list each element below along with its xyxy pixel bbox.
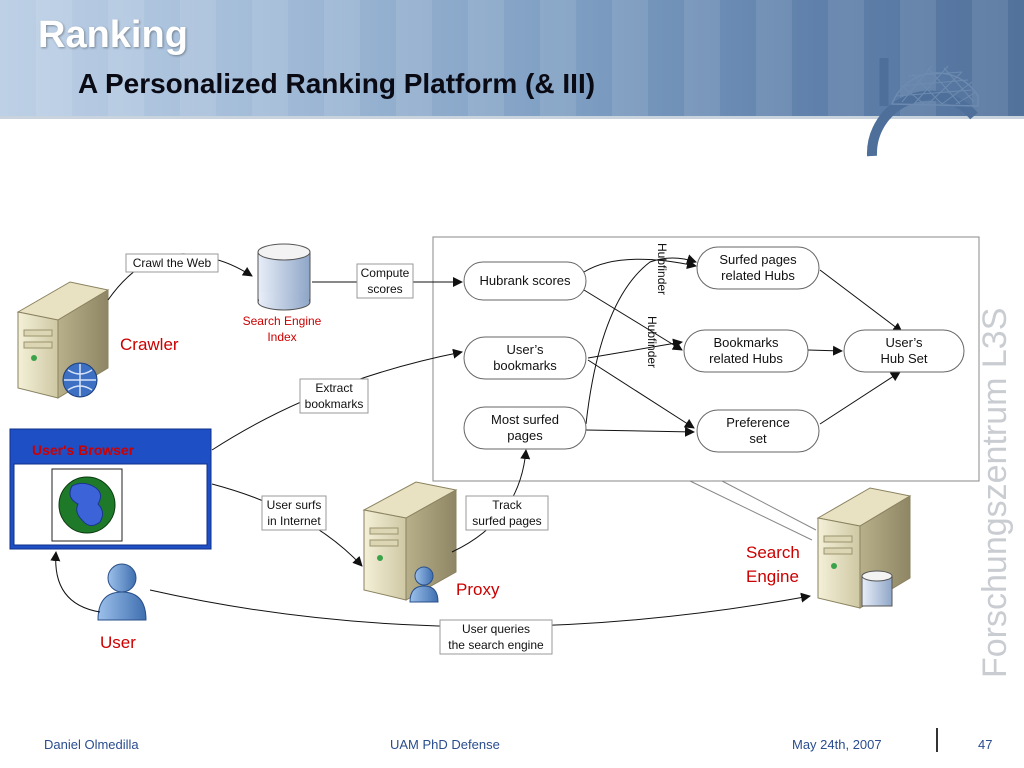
node-bookmarks-line2: bookmarks <box>493 358 557 373</box>
edge-label-extract: Extract bookmarks <box>299 378 369 414</box>
proxy-server-icon <box>362 481 458 603</box>
edge-label-compute-line1: Compute <box>361 266 410 280</box>
edge-label-extract-line1: Extract <box>315 381 353 395</box>
node-bookmarks-line1: User’s <box>506 342 544 357</box>
edge-bookmarks-bookmarkhubs <box>587 338 683 359</box>
edge-bookmarkhubs-hubset <box>807 345 843 356</box>
users-browser-window <box>9 428 212 550</box>
edge-surfed-surfedhubs <box>585 254 697 425</box>
edge-label-track-line1: Track <box>492 498 523 512</box>
footer-event: UAM PhD Defense <box>390 737 500 752</box>
node-hubrank-text: Hubrank scores <box>479 273 571 288</box>
edge-label-compute: Compute scores <box>356 263 414 299</box>
node-preference-set: Preference set <box>696 409 820 453</box>
footer-author: Daniel Olmedilla <box>44 737 139 752</box>
edge-hubrank-bookmarkhubs <box>583 289 683 351</box>
edge-label-surfs: User surfs in Internet <box>261 495 327 531</box>
node-surfed-hubs-line1: Surfed pages <box>719 252 797 267</box>
edge-label-queries-line1: User queries <box>462 622 530 636</box>
proxy-label: Proxy <box>456 580 500 599</box>
edge-label-crawl: Crawl the Web <box>125 253 219 273</box>
edge-preference-hubset <box>819 371 901 425</box>
search-engine-server-icon <box>816 487 912 609</box>
user-label: User <box>100 633 136 652</box>
slide-title: Ranking <box>38 14 188 56</box>
edge-surfedhubs-hubset <box>819 269 903 333</box>
hubfinder-label-2: Hubfinder <box>645 316 659 368</box>
slide-subtitle: A Personalized Ranking Platform (& III) <box>78 68 596 99</box>
edge-hubrank-surfedhubs <box>583 258 697 273</box>
edge-label-extract-line2: bookmarks <box>305 397 364 411</box>
node-most-surfed-pages: Most surfed pages <box>463 406 587 450</box>
node-hubset-line1: User’s <box>885 335 923 350</box>
edge-label-queries-line2: the search engine <box>448 638 544 652</box>
edge-label-compute-line2: scores <box>367 282 402 296</box>
edge-label-track: Track surfed pages <box>465 495 549 531</box>
l3s-logo <box>866 58 979 157</box>
edge-label-queries: User queries the search engine <box>439 619 553 655</box>
node-preference-line2: set <box>749 431 767 446</box>
edge-surfed-preference <box>585 426 695 437</box>
footer-date: May 24th, 2007 <box>792 737 882 752</box>
hubfinder-label-1: Hubfinder <box>655 243 669 295</box>
header-divider <box>0 116 1024 119</box>
node-hubrank-scores: Hubrank scores <box>463 261 587 301</box>
crawler-server-icon <box>16 281 110 399</box>
footer-page-number: 47 <box>978 737 993 752</box>
index-label-line2: Index <box>267 330 296 344</box>
footer-divider <box>936 728 938 752</box>
search-engine-index-icon <box>257 243 311 311</box>
node-surfed-line2: pages <box>507 428 543 443</box>
index-label-line1: Search Engine <box>243 314 322 328</box>
edge-bookmarks-preference <box>587 359 695 429</box>
brand-vertical-text: Forschungszentrum L3S <box>976 308 1014 678</box>
search-engine-label-line2: Engine <box>746 567 799 586</box>
box-to-engine-line-2 <box>721 480 817 531</box>
user-icon <box>97 563 147 621</box>
brand-text: Forschungszentrum L3S <box>976 308 1014 678</box>
node-users-hub-set: User’s Hub Set <box>843 329 965 373</box>
edge-label-surfs-line2: in Internet <box>267 514 321 528</box>
node-surfed-pages-hubs: Surfed pages related Hubs <box>696 246 820 290</box>
node-bookmarks-hubs: Bookmarks related Hubs <box>683 329 809 373</box>
node-surfed-hubs-line2: related Hubs <box>721 268 795 283</box>
header-stripes <box>0 0 1024 118</box>
node-surfed-line1: Most surfed <box>491 412 559 427</box>
edge-user-browser <box>50 551 101 613</box>
node-bookmark-hubs-line2: related Hubs <box>709 351 783 366</box>
node-users-bookmarks: User’s bookmarks <box>463 336 587 380</box>
node-hubset-line2: Hub Set <box>881 351 928 366</box>
slide-header <box>0 0 1024 118</box>
node-bookmark-hubs-line1: Bookmarks <box>713 335 779 350</box>
search-engine-label-line1: Search <box>746 543 800 562</box>
edge-label-crawl-text: Crawl the Web <box>133 256 212 270</box>
box-to-engine-line <box>689 480 813 541</box>
edge-label-surfs-line1: User surfs <box>267 498 322 512</box>
browser-title: User's Browser <box>32 442 135 458</box>
node-preference-line1: Preference <box>726 415 790 430</box>
crawler-label: Crawler <box>120 335 179 354</box>
edge-label-track-line2: surfed pages <box>472 514 541 528</box>
